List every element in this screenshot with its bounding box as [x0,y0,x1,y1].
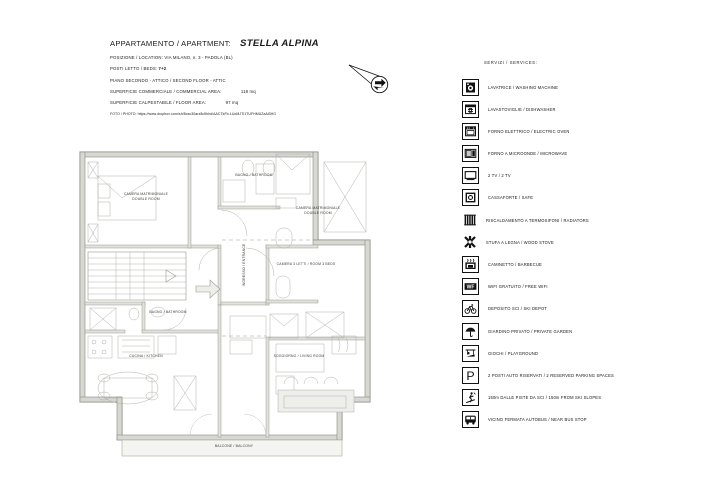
service-label: CAMINETTO / BARBECUE [488,262,542,267]
service-microwave: FORNO A MICROONDE / MICROWAVE [462,144,667,164]
tv-icon [462,167,479,185]
room-label-balcony: BALCONE / BALCONY [214,444,254,448]
service-label: CASSAFORTE / SAFE [488,195,534,201]
service-label: LAVASTOVIGLIE / DISHWASHER [488,106,556,112]
service-label: STUFA A LEGNA / WOOD STOVE [486,239,554,245]
svg-text:WF: WF [467,284,475,290]
service-label: DEPOSITO SCI / SKI DEPOT [488,306,548,312]
apartment-title-row: APPARTAMENTO / APARTMENT: STELLA ALPINA [110,38,360,49]
floor-area-value: 97 mq [225,99,239,105]
furniture-room-three-beds [229,227,345,355]
commercial-area-value: 118 mq [240,88,256,94]
room-label-bathroom-upper: BAGNO / BATHROOM [235,173,273,177]
room-label-entrance-corridor: INGRESSO / ENTRANCE [242,243,246,287]
service-label: 2 POSTI AUTO RISERVATI / 2 RESERVED PARK… [488,372,614,378]
svg-text:P: P [466,369,474,382]
room-label-bedroom-three-beds: CAMERA 3 LETTI / ROOM 3 BEDS [276,262,336,266]
beds-row: POSTI LETTO / BEDS: 7+2 [110,66,360,71]
service-label: WIFI GRATUITO / FREE WIFI [488,284,548,290]
location-value: VIA MILANO, n. 3 - PADOLA (BL) [164,55,233,61]
photo-row: FOTO / PHOTO: https://www.dropbox.com/sh… [110,112,360,116]
furniture-living-room [275,335,357,413]
room-label-living-room: SOGGIORNO / LIVING ROOM [273,354,325,358]
commercial-area-row: SUPERFICIE COMMERCIALE / COMMERCIAL AREA… [110,89,360,94]
service-radiators: RISCALDAMENTO A TERMOSIFONI / RADIATORS [462,210,667,230]
wifi-icon: WF [462,278,479,296]
ski-depot-icon [462,300,479,318]
location-row: POSIZIONE / LOCATION: VIA MILANO, n. 3 -… [110,55,360,60]
photo-url[interactable]: https://www.dropbox.com/sh/8oxc30arz8c5h… [137,111,277,116]
ski-slopes-icon [462,389,479,407]
safe-icon [462,189,479,207]
electric-oven-icon [462,122,479,140]
service-label: 150m DALLE PISTE DA SCI / 150m FROM SKI … [488,395,602,401]
commercial-area-label: SUPERFICIE COMMERCIALE / COMMERCIAL AREA… [110,88,222,94]
service-electric-oven: FORNO ELETTRICO / ELECTRIC OVEN [462,121,667,141]
service-wood-stove: STUFA A LEGNA / WOOD STOVE [462,232,667,252]
service-bus-stop: VICINO FERMATA AUTOBUS / NEAR BUS STOP [462,410,667,430]
floor-label: PIANO SECONDO - ATTICO / SECOND FLOOR - … [110,77,226,83]
service-label: FORNO ELETTRICO / ELECTRIC OVEN [488,128,570,134]
wood-stove-icon [462,234,477,250]
service-label: LAVATRICE / WASHING MACHINE [488,84,559,90]
service-label: GIARDINO PRIVATO / PRIVATE GARDEN [488,328,573,334]
service-wifi: WF WIFI GRATUITO / FREE WIFI [462,277,667,297]
floor-row: PIANO SECONDO - ATTICO / SECOND FLOOR - … [110,78,360,83]
service-playground: GIOCHI / PLAYGROUND [462,343,667,363]
furniture-kitchen [87,335,197,411]
service-label: FORNO A MICROONDE / MICROWAVE [488,151,568,157]
service-label: 2 TV / 2 TV [488,173,511,179]
balcony-area [121,413,343,457]
service-tv: 2 TV / 2 TV [462,166,667,186]
room-label-kitchen: CUCINA / KITCHEN [129,354,163,358]
beds-label: POSTI LETTO / BEDS: [110,66,158,72]
service-ski-slopes: 150m DALLE PISTE DA SCI / 150m FROM SKI … [462,388,667,408]
microwave-icon [462,145,479,163]
dishwasher-icon [462,100,479,118]
floor-plan: CAMERA MATRIMONIALE DOUBLE ROOM BAGNO / … [70,140,400,460]
service-label: RISCALDAMENTO A TERMOSIFONI / RADIATORS [486,217,589,223]
apartment-label: APPARTAMENTO / APARTMENT: [110,39,232,48]
furniture-bathroom-lower [89,306,187,331]
services-title: SERVIZI / SERVICES: [484,60,538,65]
room-label-bedroom-double-left: CAMERA MATRIMONIALE DOUBLE ROOM [123,192,169,201]
playground-icon [462,344,479,362]
floor-area-row: SUPERFICIE CALPESTABILE / FLOOR AREA: 97… [110,100,360,105]
north-arrow-icon [348,62,392,98]
bus-stop-icon [462,411,479,429]
floor-area-label: SUPERFICIE CALPESTABILE / FLOOR AREA: [110,99,207,105]
service-dishwasher: LAVASTOVIGLIE / DISHWASHER [462,99,667,119]
stairs [87,251,221,301]
apartment-name: STELLA ALPINA [240,38,319,49]
service-washing-machine: LAVATRICE / WASHING MACHINE [462,77,667,97]
radiator-icon [462,212,477,228]
photo-label: FOTO / PHOTO: [110,111,137,116]
services-legend: SERVIZI / SERVICES: LAVATRICE / WASHING … [462,60,667,432]
location-label: POSIZIONE / LOCATION: [110,55,163,61]
washing-machine-icon [462,78,479,96]
room-label-bathroom-lower: BAGNO / BATHROOM [149,310,187,314]
private-garden-icon [462,322,479,340]
furniture-bedroom-left [87,161,157,243]
room-label-bedroom-double-right: CAMERA MATRIMONIALE DOUBLE ROOM [295,206,341,215]
apartment-header: APPARTAMENTO / APARTMENT: STELLA ALPINA P… [110,38,360,116]
service-parking: P 2 POSTI AUTO RISERVATI / 2 RESERVED PA… [462,365,667,385]
parking-icon: P [462,366,479,384]
furniture-bedroom-right [198,153,367,277]
beds-value: 7+2 [158,66,167,72]
service-safe: CASSAFORTE / SAFE [462,188,667,208]
furniture-bathroom-upper [220,159,276,237]
service-private-garden: GIARDINO PRIVATO / PRIVATE GARDEN [462,321,667,341]
service-barbecue: CAMINETTO / BARBECUE [462,255,667,275]
barbecue-icon [462,256,479,273]
floor-plan-drawing [79,151,371,457]
service-label: GIOCHI / PLAYGROUND [488,350,539,356]
service-label: VICINO FERMATA AUTOBUS / NEAR BUS STOP [488,417,587,423]
service-ski-depot: DEPOSITO SCI / SKI DEPOT [462,299,667,319]
plan-walls [79,151,371,457]
